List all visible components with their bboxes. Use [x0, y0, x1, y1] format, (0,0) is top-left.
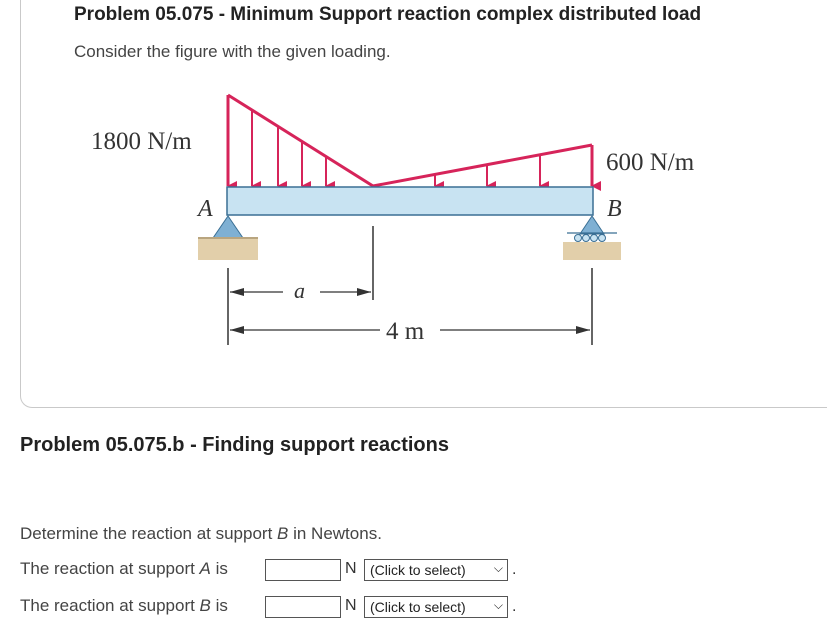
problem-intro: Consider the figure with the given loadi…: [74, 42, 391, 61]
reaction-a-period: .: [512, 561, 517, 578]
reaction-b-unit: N: [345, 597, 357, 614]
beam-figure: 1800 N/m 600 N/m A B a 4 m: [91, 93, 695, 345]
reaction-a-label: The reaction at support A is: [20, 559, 228, 578]
reaction-a-input[interactable]: [265, 559, 341, 581]
reaction-b-period: .: [512, 598, 517, 615]
part-b-title: Problem 05.075.b - Finding support react…: [20, 434, 449, 456]
support-label-b: B: [607, 196, 622, 222]
roller-support-b: [563, 215, 621, 260]
reaction-b-label: The reaction at support B is: [20, 596, 228, 615]
pin-support-a: [198, 215, 258, 260]
reaction-a-unit: N: [345, 560, 357, 577]
chevron-down-icon: ⌵: [493, 561, 503, 575]
beam: [226, 186, 594, 216]
support-label-a: A: [196, 196, 213, 222]
chevron-down-icon: ⌵: [493, 598, 503, 612]
load-label-left: 1800 N/m: [91, 128, 192, 155]
load-label-right: 600 N/m: [606, 149, 695, 176]
reaction-b-input[interactable]: [265, 596, 341, 618]
dimension-label-a: a: [294, 278, 305, 303]
part-b-prompt: Determine the reaction at support B in N…: [20, 524, 382, 543]
dimension-label-span: 4 m: [386, 318, 425, 345]
reaction-b-direction-select[interactable]: (Click to select)⌵: [364, 596, 508, 618]
distributed-load: [226, 93, 601, 191]
problem-card: [20, 0, 827, 408]
dimension-lines: [227, 226, 593, 345]
problem-title: Problem 05.075 - Minimum Support reactio…: [74, 4, 702, 25]
reaction-a-direction-select[interactable]: (Click to select)⌵: [364, 559, 508, 581]
